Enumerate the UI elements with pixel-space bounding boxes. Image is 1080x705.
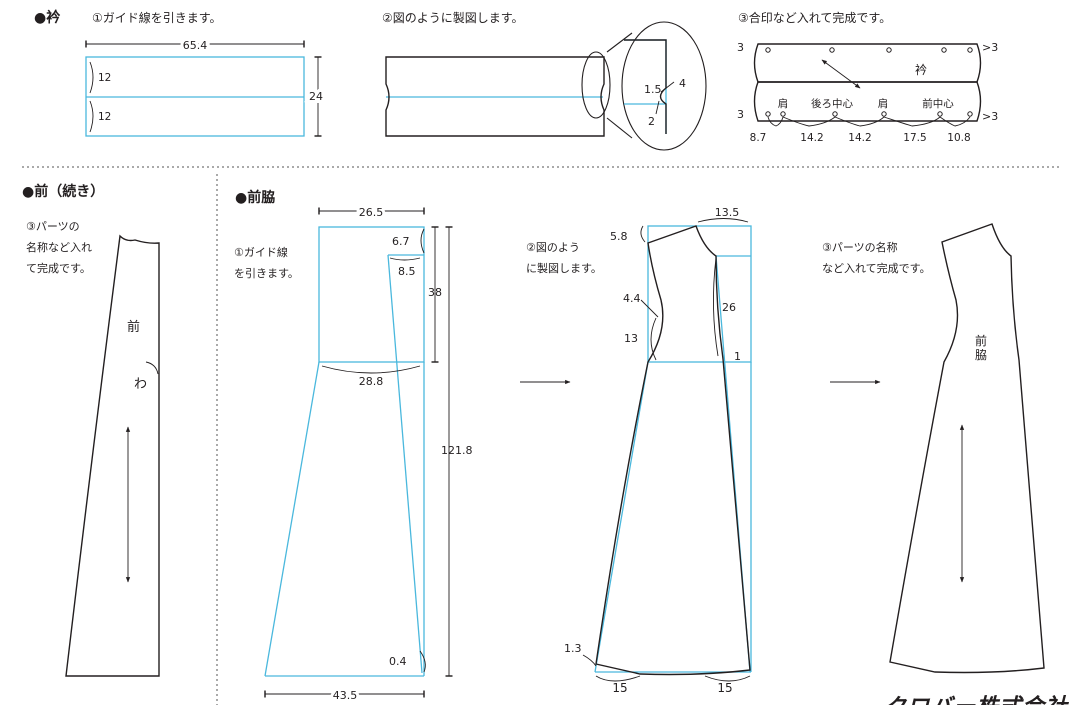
fs-draft-d135: 13.5 [715,206,740,219]
front-piece-outline [65,234,160,677]
footer-brand: クロバー株式会社 [884,694,1070,705]
front-piece-label: 前 [127,319,140,335]
collar-upper-label: 12 [98,72,111,84]
front-side-heading: ●前脇 [235,189,275,206]
collar-height-label: 24 [309,90,323,103]
front-fold-label: わ [134,377,147,392]
front-side-final: 前 脇 [889,223,1045,674]
fs-d67: 6.7 [392,235,410,248]
front-side-guide: 26.5 6.7 8.5 38 28.8 121.8 0.4 43.5 [264,203,473,705]
front-cont-heading: ●前（続き） [22,183,104,200]
fs-draft-hem-l: 15 [612,681,627,695]
collar-width-label: 65.4 [183,39,208,52]
fs-draft-d13: 13 [624,332,638,345]
collar-step2: ②図のように製図します。 [382,11,524,25]
fs-draft-d26: 26 [722,301,736,314]
front-side-step2-line2: に製図します。 [526,261,602,275]
collar-front-center: 前中心 [922,97,954,110]
collar-seg-3: 14.2 [848,132,871,144]
collar-step1: ①ガイド線を引きます。 [92,10,222,25]
front-side-step3-line1: ③パーツの名称 [822,240,898,254]
collar-lower-label: 12 [98,111,111,123]
collar-m3-tr: >3 [982,41,998,54]
front-side-final-label-2: 脇 [975,348,987,362]
front-side-final-outline [889,223,1045,674]
collar-m3-tl: 3 [737,41,744,54]
collar-draft: 1.5 4 2 [385,21,707,151]
collar-back-center: 後ろ中心 [811,97,853,110]
collar-detail-4: 4 [679,77,686,90]
front-side-final-label-1: 前 [975,333,987,348]
front-side-section: ●前脇 ①ガイド線 を引きます。 26.5 6.7 8.5 38 28.8 12… [234,189,1045,705]
fs-d04: 0.4 [389,655,407,668]
collar-m3-br: >3 [982,110,998,123]
collar-detail-2: 2 [648,115,655,128]
front-continued-section: ●前（続き） ③パーツの 名称など入れ て完成です。 前 わ [22,183,160,677]
collar-detail-15: 1.5 [644,83,662,96]
fs-d38: 38 [428,286,442,299]
fs-bottom-width: 43.5 [333,689,358,702]
collar-final-label: 衿 [915,62,927,77]
fs-draft-d58: 5.8 [610,230,628,243]
collar-seg-1: 8.7 [750,132,767,144]
collar-section: ●衿 ①ガイド線を引きます。 ②図のように製図します。 ③合印など入れて完成です… [34,9,998,151]
front-side-step2-line1: ②図のよう [526,241,580,254]
fs-draft-d44: 4.4 [623,292,641,305]
fs-d288: 28.8 [359,375,384,388]
fs-d1218: 121.8 [441,444,473,457]
collar-heading: ●衿 [34,9,61,26]
collar-seg-2: 14.2 [800,132,823,144]
front-side-draft: 13.5 5.8 4.4 13 26 1 1.3 15 15 [564,206,752,695]
collar-shoulder1: 肩 [778,97,789,110]
fs-draft-d1: 1 [734,350,741,363]
front-cont-step3-line2: 名称など入れ [26,240,92,254]
front-side-step3-line2: など入れて完成です。 [822,261,931,275]
fs-draft-hem-r: 15 [717,681,732,695]
front-side-step1-line2: を引きます。 [234,266,299,280]
fs-top-width: 26.5 [359,206,384,219]
collar-m3-bl: 3 [737,108,744,121]
collar-step3: ③合印など入れて完成です。 [738,10,891,25]
front-side-step1-line1: ①ガイド線 [234,245,288,259]
collar-seg-5: 10.8 [947,132,970,144]
collar-seg-4: 17.5 [903,132,926,144]
collar-shoulder2: 肩 [878,97,889,110]
front-cont-step3-line3: て完成です。 [26,261,91,275]
collar-final: 衿 肩 後ろ中心 肩 前中心 3 >3 3 >3 8.7 14.2 14.2 1… [737,41,998,144]
fs-d85: 8.5 [398,265,416,278]
collar-guide: 65.4 24 12 12 [85,36,326,137]
front-cont-step3-line1: ③パーツの [26,220,80,233]
fs-draft-d13b: 1.3 [564,642,582,655]
